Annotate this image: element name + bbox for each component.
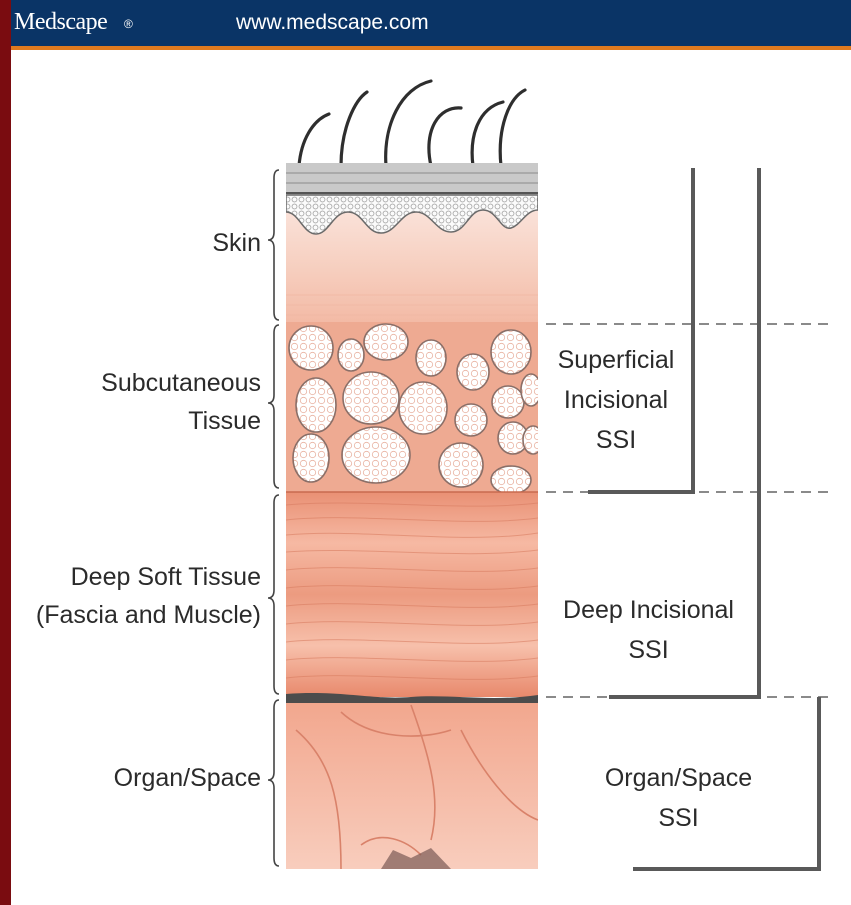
- label-subcutaneous-1: Subcutaneous: [51, 364, 261, 402]
- label-superficial-2: Incisional: [541, 381, 691, 419]
- label-superficial-1: Superficial: [541, 341, 691, 379]
- label-superficial-3: SSI: [541, 421, 691, 459]
- label-organ-ssi-2: SSI: [591, 799, 766, 837]
- layer-braces: [268, 170, 279, 866]
- muscle-layer: [286, 492, 538, 697]
- label-deep-1: Deep Soft Tissue: [31, 558, 261, 596]
- label-deep-incisional-2: SSI: [551, 631, 746, 669]
- hair-strands: [299, 81, 525, 166]
- organ-layer: [286, 703, 538, 869]
- label-subcutaneous-2: Tissue: [51, 402, 261, 440]
- label-skin: Skin: [161, 224, 261, 262]
- stratum-corneum: [286, 163, 538, 195]
- label-organ-space: Organ/Space: [51, 759, 261, 797]
- label-deep-2: (Fascia and Muscle): [31, 596, 261, 634]
- label-deep-incisional-1: Deep Incisional: [551, 591, 746, 629]
- slide-frame: Medscape ® www.medscape.com: [11, 0, 851, 905]
- label-organ-ssi-1: Organ/Space: [591, 759, 766, 797]
